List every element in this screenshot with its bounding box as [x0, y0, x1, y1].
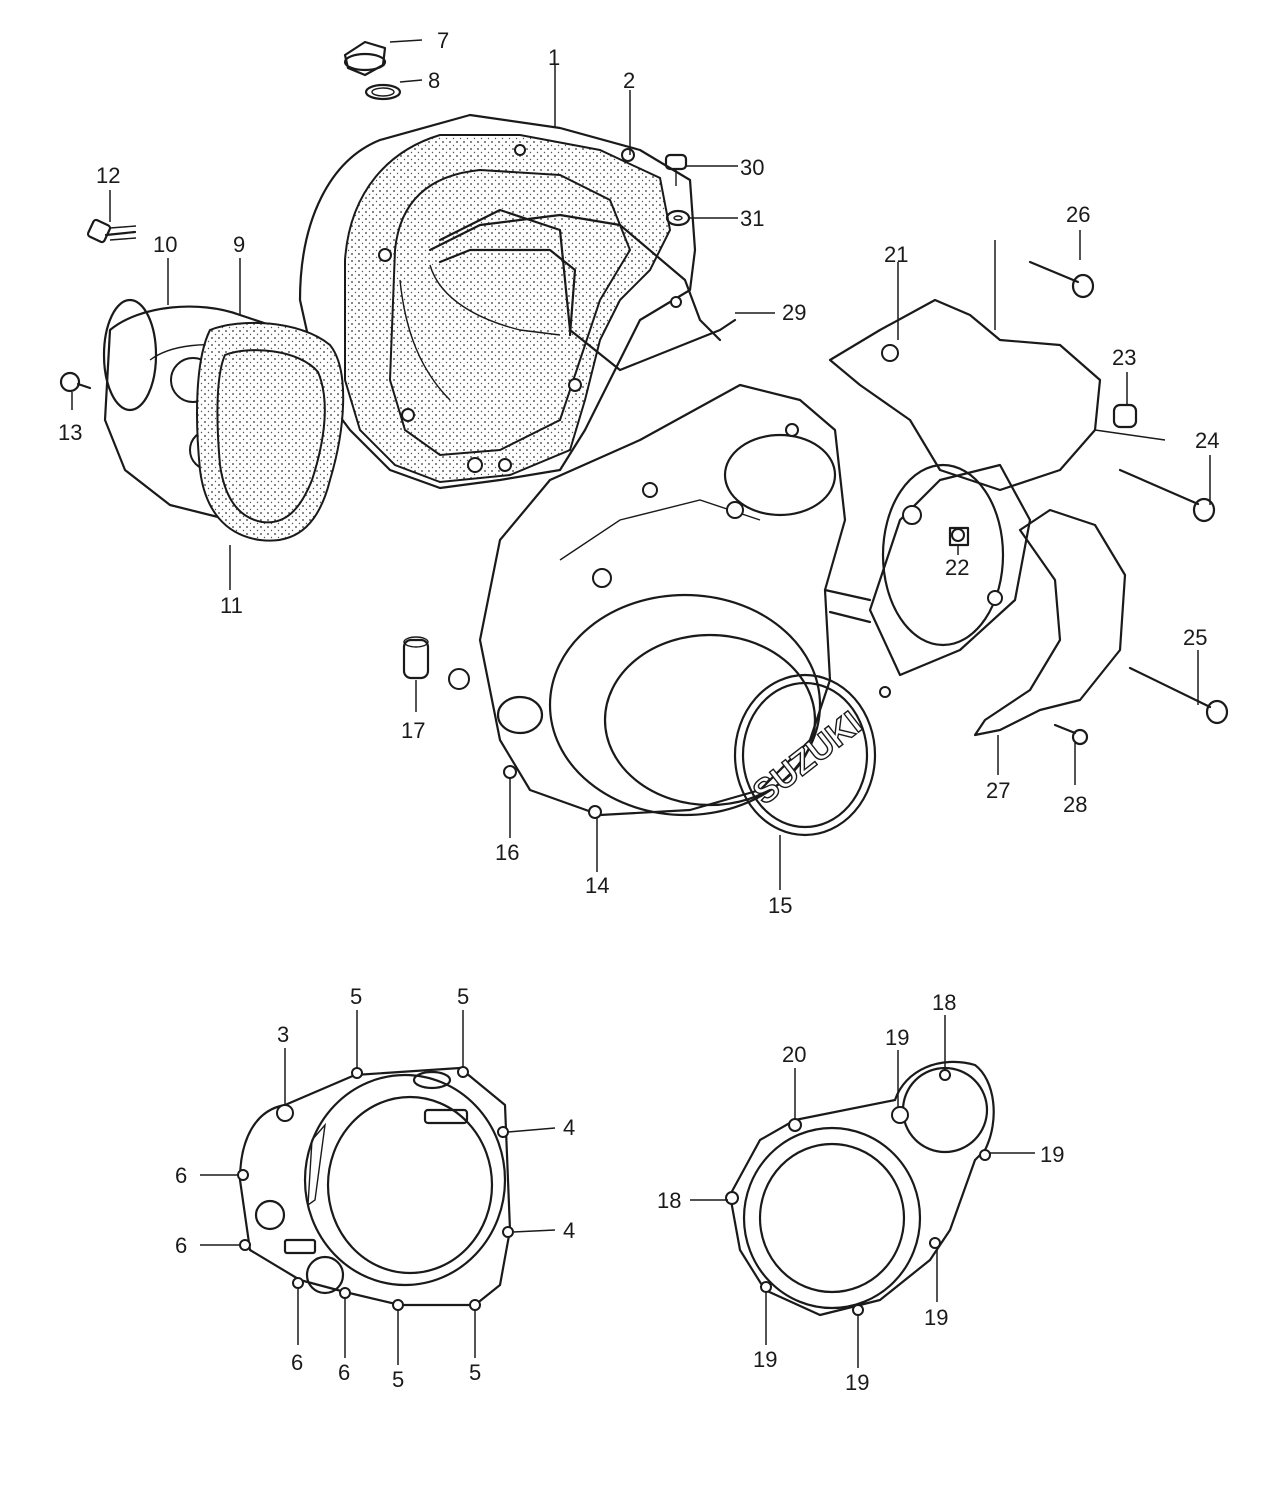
callout-28: 28 — [1063, 792, 1087, 817]
outer-cover — [448, 383, 847, 819]
callout-8: 8 — [428, 68, 440, 93]
callout-30: 30 — [740, 155, 764, 180]
dowel-pin — [402, 636, 430, 680]
callout-16: 16 — [495, 840, 519, 865]
callout-24: 24 — [1195, 428, 1219, 453]
callout-c18a: 18 — [932, 990, 956, 1015]
sprocket-cover — [823, 298, 1102, 698]
callout-b3: 3 — [277, 1022, 289, 1047]
callout-1: 1 — [548, 45, 560, 70]
callout-11: 11 — [220, 593, 243, 618]
suzuki-emblem: SUZUKI — [733, 673, 877, 837]
callout-b5c: 5 — [392, 1367, 404, 1392]
callout-c19e: 19 — [845, 1370, 869, 1395]
callout-7: 7 — [437, 28, 449, 53]
clutch-cover-bolt-layout — [200, 1010, 556, 1365]
callout-21: 21 — [884, 242, 908, 267]
callout-b5b: 5 — [457, 984, 469, 1009]
callout-b6a: 6 — [175, 1163, 187, 1188]
bolt-25 — [1128, 666, 1229, 725]
callout-c19a: 19 — [885, 1025, 909, 1050]
callout-22: 22 — [945, 555, 969, 580]
callout-17: 17 — [401, 718, 425, 743]
callout-b6c: 6 — [291, 1350, 303, 1375]
callout-b6b: 6 — [175, 1233, 187, 1258]
cover-plate — [428, 213, 722, 342]
callout-27: 27 — [986, 778, 1010, 803]
bolt-26 — [1028, 260, 1095, 299]
bolt-30 — [664, 153, 688, 186]
washer-31 — [665, 209, 691, 227]
callout-c19b: 19 — [1040, 1142, 1064, 1167]
clutch-cover — [298, 113, 737, 490]
chain-cover — [973, 508, 1127, 737]
callout-c18b: 18 — [657, 1188, 681, 1213]
callout-2: 2 — [623, 68, 635, 93]
callout-9: 9 — [233, 232, 245, 257]
callout-15: 15 — [768, 893, 792, 918]
pin-22 — [948, 526, 970, 547]
callout-29: 29 — [782, 300, 806, 325]
suzuki-logo-text: SUZUKI — [746, 704, 869, 812]
callout-c20: 20 — [782, 1042, 806, 1067]
collar-23 — [1112, 403, 1138, 429]
magneto-gasket — [196, 321, 345, 542]
oil-filler-cap — [343, 40, 387, 77]
screw-28 — [1053, 723, 1089, 746]
callout-25: 25 — [1183, 625, 1207, 650]
bolt — [86, 218, 137, 244]
callout-b5d: 5 — [469, 1360, 481, 1385]
callout-14: 14 — [585, 873, 609, 898]
callout-31: 31 — [740, 206, 764, 231]
leader-lines — [71, 39, 1211, 890]
callout-b4b: 4 — [563, 1218, 575, 1243]
o-ring — [364, 83, 402, 101]
callout-26: 26 — [1066, 202, 1090, 227]
callout-c19c: 19 — [924, 1305, 948, 1330]
callout-labels: 7 8 1 2 30 31 12 10 9 13 11 29 21 26 23 … — [58, 28, 1219, 1395]
screw — [59, 371, 92, 393]
callout-12: 12 — [96, 163, 120, 188]
magneto-cover-bolt-layout — [690, 1015, 1035, 1368]
callout-13: 13 — [58, 420, 82, 445]
callout-b6d: 6 — [338, 1360, 350, 1385]
callout-c19d: 19 — [753, 1347, 777, 1372]
callout-b5a: 5 — [350, 984, 362, 1009]
callout-23: 23 — [1112, 345, 1136, 370]
callout-10: 10 — [153, 232, 177, 257]
bolt-24 — [1118, 468, 1216, 523]
callout-b4a: 4 — [563, 1115, 575, 1140]
